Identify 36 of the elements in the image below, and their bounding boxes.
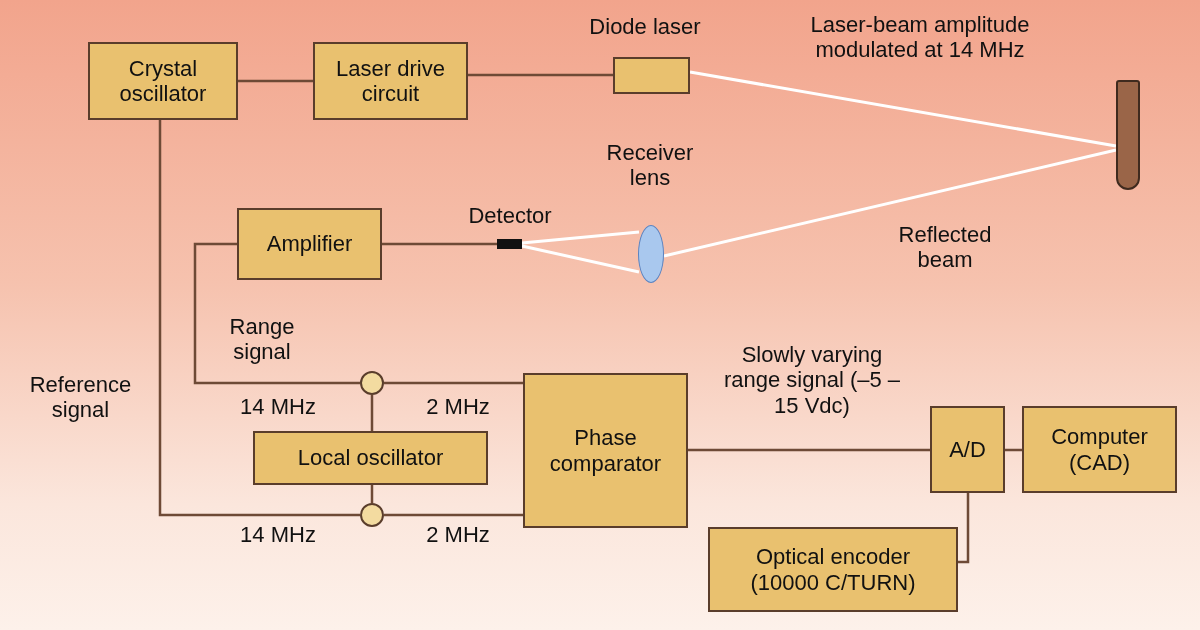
- component-label: Receiver lens: [605, 140, 695, 191]
- frequency-label: 2 MHz: [425, 522, 491, 548]
- connector-line: [384, 381, 523, 385]
- edge-label: Reference signal: [28, 372, 133, 423]
- process-box: Laser drive circuit: [313, 42, 468, 120]
- component-label: Detector: [467, 203, 553, 229]
- edge-label: Laser-beam amplitude modulated at 14 MHz: [809, 12, 1031, 63]
- process-box: Local oscillator: [253, 431, 488, 485]
- light-beam: [663, 148, 1117, 258]
- connector-line: [158, 120, 360, 517]
- process-box: Phase comparator: [523, 373, 688, 528]
- junction-circle: [360, 503, 384, 527]
- edge-label: Reflected beam: [897, 222, 993, 273]
- target-rod: [1116, 80, 1140, 190]
- process-box: Optical encoder (10000 C/TURN): [708, 527, 958, 612]
- connector-line: [238, 79, 313, 83]
- connector-line: [688, 448, 930, 452]
- connector-line: [382, 242, 497, 246]
- edge-label: Slowly varying range signal (–5 – 15 Vdc): [722, 342, 902, 418]
- connector-line: [468, 73, 613, 77]
- connector-line: [958, 493, 970, 564]
- frequency-label: 2 MHz: [425, 394, 491, 420]
- light-beam: [520, 230, 641, 274]
- process-box: Crystal oscillator: [88, 42, 238, 120]
- process-box: Computer (CAD): [1022, 406, 1177, 493]
- connector-line: [384, 513, 523, 517]
- component-label: Diode laser: [588, 14, 702, 40]
- connector-line: [370, 395, 374, 431]
- light-beam: [689, 70, 1117, 148]
- frequency-label: 14 MHz: [239, 522, 317, 548]
- frequency-label: 14 MHz: [239, 394, 317, 420]
- edge-label: Range signal: [228, 314, 296, 365]
- process-box: A/D: [930, 406, 1005, 493]
- connector-line: [193, 242, 360, 385]
- process-box: Amplifier: [237, 208, 382, 280]
- junction-circle: [360, 371, 384, 395]
